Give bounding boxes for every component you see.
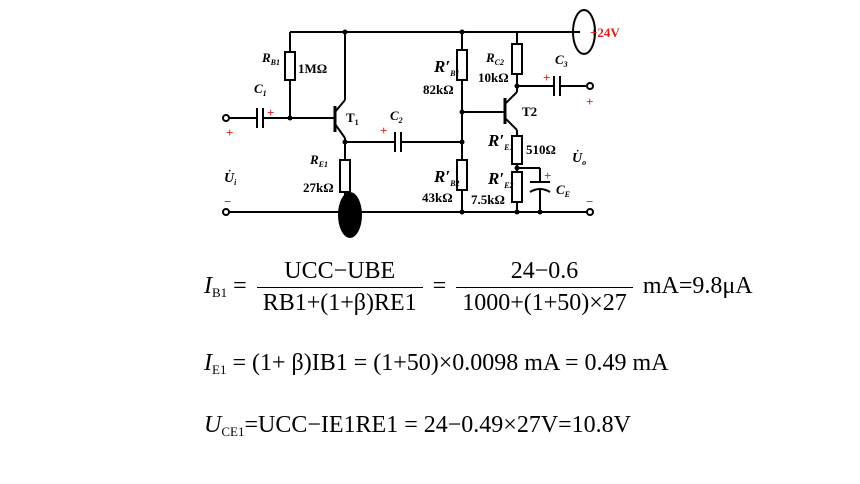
- input-terminal-bottom: [222, 208, 230, 216]
- equation-ie1: IE1 = (1+ β)IB1 = (1+50)×0.0098 mA = 0.4…: [204, 350, 669, 378]
- equation-uce1: UCE1=UCC−IE1RE1 = 24−0.49×27V=10.8V: [204, 412, 631, 440]
- eq1-equals-1: =: [233, 273, 247, 300]
- resistor-rb1: [284, 51, 296, 81]
- c3-label: C3: [555, 52, 568, 69]
- eq1-frac2-denominator: 1000+(1+50)×27: [462, 290, 627, 316]
- eq2-lhs: I: [204, 350, 212, 376]
- resistor-re1-prime: [511, 135, 523, 165]
- eq1-frac2-numerator: 24−0.6: [456, 258, 633, 288]
- t2-label: T2: [522, 104, 537, 119]
- re1-value: 27kΩ: [303, 180, 334, 195]
- output-terminal-top: [586, 82, 594, 90]
- resistor-re2-prime: [511, 171, 523, 203]
- supply-label: +24V: [590, 25, 620, 40]
- c2-label: C2: [390, 108, 403, 125]
- re2-prime-label: R′E2: [487, 169, 513, 190]
- rb1-label: RB1: [261, 50, 280, 67]
- re1-prime-label: R′E1: [487, 131, 513, 152]
- eq1-frac1-numerator: UCC−UBE: [256, 258, 423, 288]
- rb1-value: 1MΩ: [298, 61, 327, 76]
- ground-node: [338, 192, 362, 238]
- resistor-rc2: [511, 43, 523, 75]
- c2-plus: +: [380, 123, 387, 138]
- output-plus: +: [586, 94, 593, 109]
- c1-plus: +: [267, 105, 274, 120]
- eq1-fraction-symbolic: UCC−UBE RB1+(1+β)RE1: [256, 258, 423, 317]
- re1-prime-value: 510Ω: [526, 142, 556, 157]
- uo-dot: ·: [576, 146, 579, 157]
- t1-label: T1: [346, 110, 359, 127]
- output-terminal-bottom: [586, 208, 594, 216]
- ui-label: Ui: [224, 171, 237, 187]
- eq3-rhs: =UCC−IE1RE1 = 24−0.49×27V=10.8V: [244, 412, 632, 438]
- rb1-prime-value: 82kΩ: [423, 82, 454, 97]
- rb2-prime-label: R′B2: [433, 167, 459, 188]
- equation-ib1: IB1 = UCC−UBE RB1+(1+β)RE1 = 24−0.6 1000…: [204, 258, 753, 317]
- eq1-frac1-denominator: RB1+(1+β)RE1: [262, 290, 417, 316]
- eq2-lhs-sub: E1: [212, 362, 227, 377]
- ui-dot: ·: [228, 166, 231, 177]
- eq1-lhs-sub: B1: [212, 285, 228, 301]
- ce-label: CE: [556, 182, 570, 199]
- eq2-rhs: = (1+ β)IB1 = (1+50)×0.0098 mA = 0.49 mA: [226, 350, 669, 376]
- c3-plus: +: [543, 70, 550, 85]
- rb1-prime-label: R′B1: [433, 57, 459, 78]
- re2-prime-value: 7.5kΩ: [471, 192, 505, 207]
- capacitor-ce-plate2: [529, 188, 551, 193]
- eq1-lhs: I: [204, 273, 212, 300]
- resistor-re1: [339, 159, 351, 193]
- eq3-lhs-sub: CE1: [221, 424, 245, 439]
- output-minus: −: [586, 194, 593, 209]
- uo-label: Uo: [572, 151, 586, 167]
- eq3-lhs: U: [204, 412, 222, 438]
- input-plus: +: [226, 125, 233, 140]
- ce-plus: +: [544, 168, 551, 183]
- circuit-diagram: +24V RB1 1MΩ C1 + T1 C2 + RE1 27kΩ R′B1 …: [222, 9, 620, 238]
- eq1-equals-2: =: [432, 273, 447, 300]
- re1-label: RE1: [309, 152, 328, 169]
- eq1-fraction-numeric: 24−0.6 1000+(1+50)×27: [456, 258, 633, 317]
- eq1-result: mA=9.8μA: [642, 273, 753, 300]
- rb2-prime-value: 43kΩ: [422, 190, 453, 205]
- input-minus: −: [224, 194, 231, 209]
- input-terminal-top: [222, 114, 230, 122]
- supply-terminal: [572, 9, 596, 55]
- c1-label: C1: [254, 81, 267, 98]
- rc2-label: RC2: [485, 50, 504, 67]
- rc2-value: 10kΩ: [478, 70, 509, 85]
